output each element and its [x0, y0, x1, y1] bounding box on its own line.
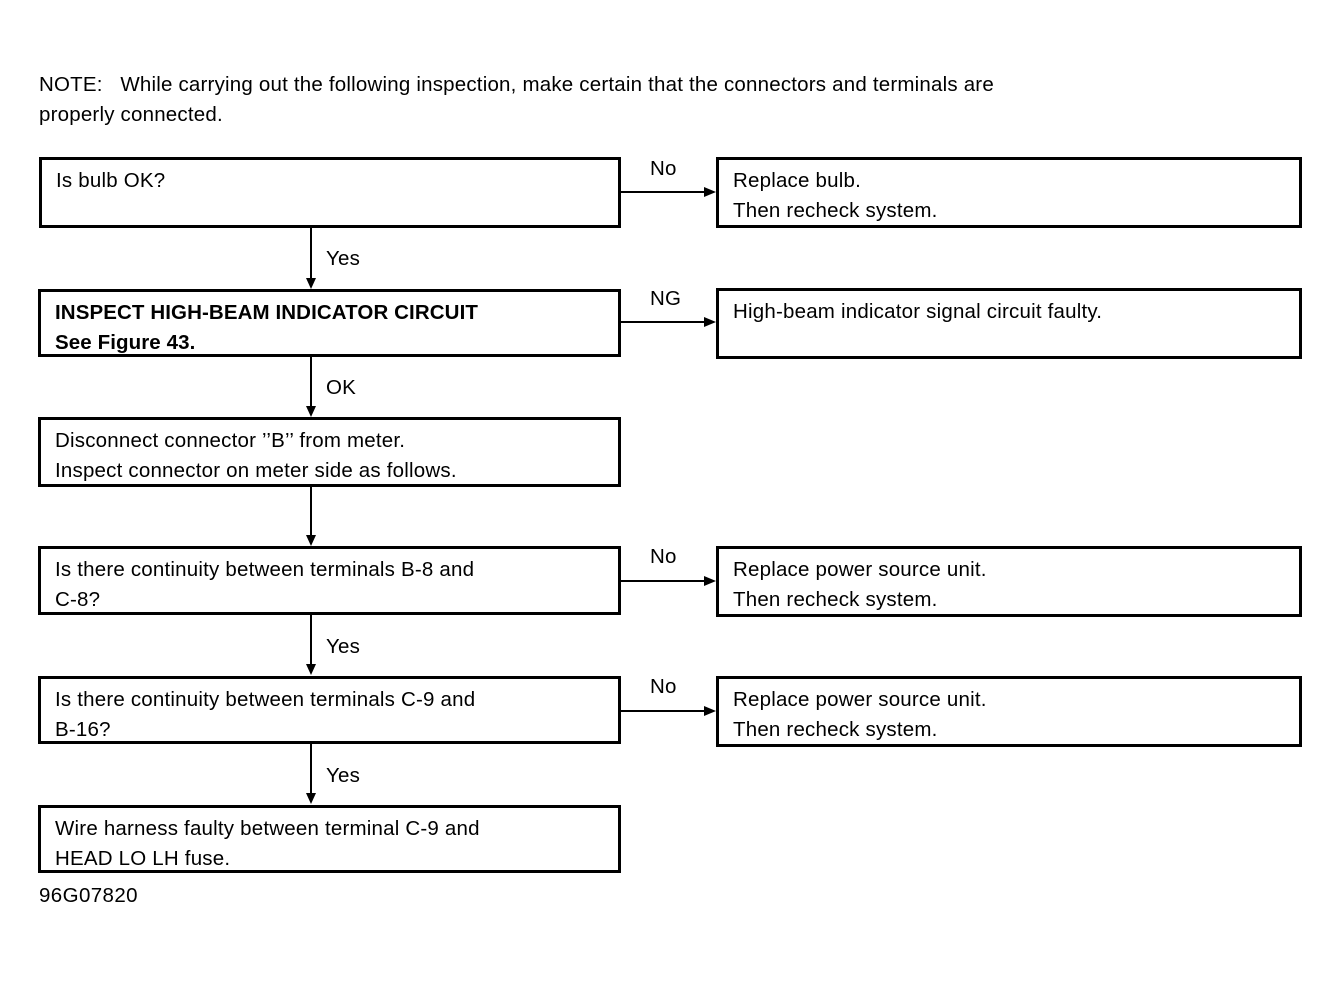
figure-code-label: 96G07820 — [39, 884, 138, 907]
flow-node-continuity-c9-b16[interactable]: Is there continuity between terminals C-… — [38, 676, 621, 744]
branch-label-ok: OK — [326, 376, 357, 399]
flow-node-text: Replace power source unit. Then recheck … — [733, 558, 987, 611]
connector-line-n5-to-n6 — [310, 744, 312, 794]
arrow-down-icon-n2-to-n3 — [306, 406, 316, 417]
flow-node-continuity-b8-c8[interactable]: Is there continuity between terminals B-… — [38, 546, 621, 615]
connector-line-n2-to-n3 — [310, 357, 312, 407]
arrow-right-icon-n5-to-r4 — [704, 706, 716, 716]
branch-label-yes-3: Yes — [326, 764, 361, 787]
flow-node-text: High-beam indicator signal circuit fault… — [733, 300, 1103, 323]
flow-node-replace-bulb[interactable]: Replace bulb. Then recheck system. — [716, 157, 1302, 228]
flow-node-replace-power-source-unit-2[interactable]: Replace power source unit. Then recheck … — [716, 676, 1302, 747]
connector-line-n4-to-r3 — [621, 580, 704, 582]
arrow-down-icon-n5-to-n6 — [306, 793, 316, 804]
flow-node-text: Is there continuity between terminals B-… — [55, 558, 475, 611]
arrow-right-icon-n1-to-r1 — [704, 187, 716, 197]
flow-node-high-beam-indicator-signal-circuit-faulty[interactable]: High-beam indicator signal circuit fault… — [716, 288, 1302, 359]
flow-node-text: Disconnect connector ’’B’’ from meter. I… — [55, 429, 457, 482]
flow-node-is-bulb-ok[interactable]: Is bulb OK? — [39, 157, 621, 228]
flow-node-replace-power-source-unit-1[interactable]: Replace power source unit. Then recheck … — [716, 546, 1302, 617]
flow-node-wire-harness-faulty[interactable]: Wire harness faulty between terminal C-9… — [38, 805, 621, 873]
arrow-right-icon-n2-to-r2 — [704, 317, 716, 327]
branch-label-no-3: No — [650, 675, 677, 698]
branch-label-no-2: No — [650, 545, 677, 568]
arrow-down-icon-n4-to-n5 — [306, 664, 316, 675]
branch-label-ng: NG — [650, 287, 682, 310]
branch-label-yes-1: Yes — [326, 247, 361, 270]
flow-node-text: Is bulb OK? — [56, 169, 166, 192]
flow-node-text: Is there continuity between terminals C-… — [55, 688, 476, 741]
connector-line-n1-to-n2 — [310, 228, 312, 279]
connector-line-n5-to-r4 — [621, 710, 704, 712]
connector-line-n3-to-n4 — [310, 487, 312, 537]
flow-node-text: Replace power source unit. Then recheck … — [733, 688, 987, 741]
note-paragraph: NOTE: While carrying out the following i… — [39, 73, 994, 126]
arrow-down-icon-n3-to-n4 — [306, 535, 316, 546]
flow-node-disconnect-connector-b[interactable]: Disconnect connector ’’B’’ from meter. I… — [38, 417, 621, 487]
arrow-right-icon-n4-to-r3 — [704, 576, 716, 586]
arrow-down-icon-n1-to-n2 — [306, 278, 316, 289]
flow-node-text: Wire harness faulty between terminal C-9… — [55, 817, 480, 870]
branch-label-no-1: No — [650, 157, 677, 180]
flow-node-inspect-high-beam-indicator-circuit[interactable]: INSPECT HIGH-BEAM INDICATOR CIRCUIT See … — [38, 289, 621, 357]
connector-line-n4-to-n5 — [310, 615, 312, 665]
connector-line-n1-to-r1 — [621, 191, 704, 193]
flow-node-text: Replace bulb. Then recheck system. — [733, 169, 938, 222]
flow-node-text: INSPECT HIGH-BEAM INDICATOR CIRCUIT See … — [55, 301, 478, 354]
connector-line-n2-to-r2 — [621, 321, 704, 323]
branch-label-yes-2: Yes — [326, 635, 361, 658]
